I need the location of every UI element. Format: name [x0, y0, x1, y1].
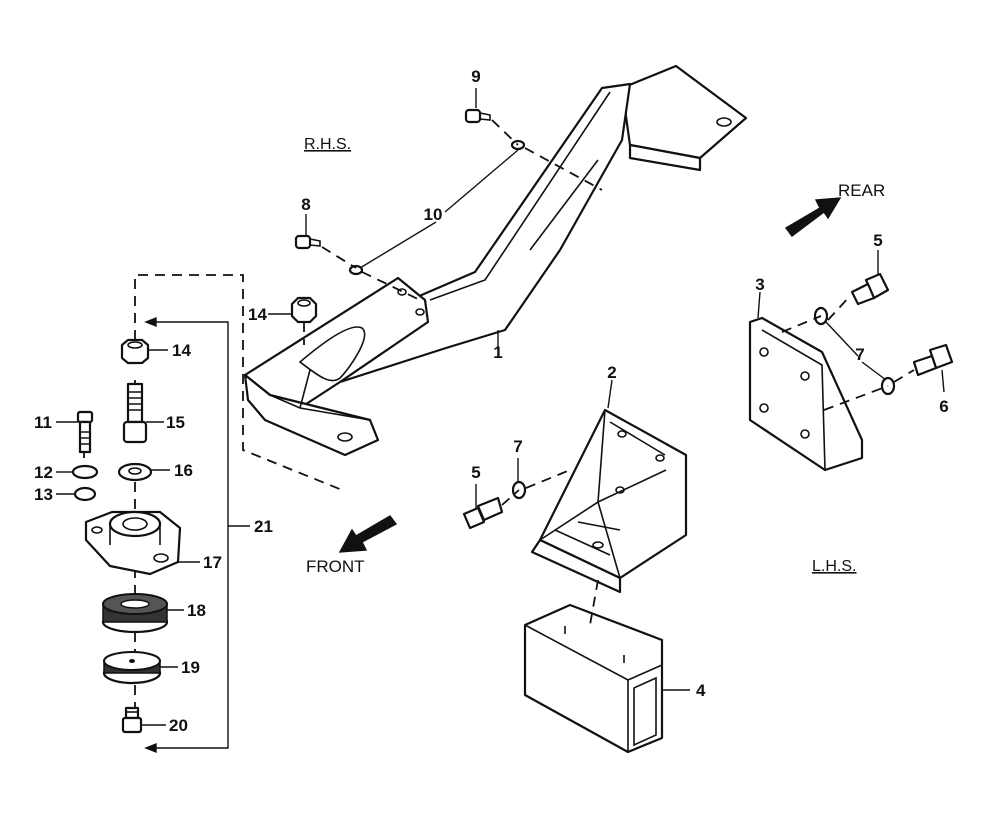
callout-14-upper: 14: [248, 305, 267, 324]
rear-label: REAR: [838, 181, 885, 200]
callout-12: 12: [34, 463, 53, 482]
rubber-disc-part-19: [102, 651, 162, 685]
rhs-label: R.H.S.: [304, 136, 351, 153]
bolt-part-9: [464, 108, 491, 124]
bolt-part-11: [76, 410, 94, 454]
callout-3: 3: [755, 275, 764, 294]
bolt-part-5-right: [850, 272, 890, 306]
callout-17: 17: [203, 553, 222, 572]
corner-bracket-part-2: [530, 408, 688, 594]
callout-10: 10: [424, 205, 443, 224]
washer-part-12: [71, 464, 99, 480]
mounting-flange-part-17: [84, 510, 182, 576]
front-arrow-icon: [338, 515, 398, 553]
callout-18: 18: [187, 601, 206, 620]
front-label: FRONT: [306, 557, 365, 576]
nut-part-14-lower: [120, 338, 150, 365]
callout-20: 20: [169, 716, 188, 735]
callout-5-right: 5: [873, 231, 882, 250]
rubber-block-part-4: [523, 603, 664, 754]
washer-part-16: [117, 462, 153, 482]
callout-6: 6: [939, 397, 948, 416]
plate-bracket-part-3: [748, 316, 864, 472]
stud-part-15: [122, 382, 148, 444]
engine-mount-stack: [71, 316, 229, 754]
callout-4: 4: [696, 681, 706, 700]
callout-1: 1: [493, 343, 502, 362]
callout-11: 11: [34, 413, 52, 432]
leader-lines: [56, 88, 945, 726]
washer-part-13: [73, 486, 97, 502]
callout-14-lower: 14: [172, 341, 191, 360]
callout-7-lower: 7: [513, 437, 522, 456]
callout-8: 8: [301, 195, 310, 214]
callout-2: 2: [607, 363, 616, 382]
kit-bracket-part-21: [150, 321, 229, 749]
callout-15: 15: [166, 413, 185, 432]
washer-part-10b: [348, 264, 364, 276]
callout-16: 16: [174, 461, 193, 480]
callout-9: 9: [471, 67, 480, 86]
rear-arrow-icon: [784, 197, 842, 237]
callout-13: 13: [34, 485, 53, 504]
bolt-part-6: [912, 343, 954, 377]
support-bracket-part-1: [243, 64, 748, 457]
lhs-label: L.H.S.: [812, 558, 856, 575]
callout-5-lower: 5: [471, 463, 480, 482]
rubber-ring-part-18: [101, 593, 169, 634]
callout-19: 19: [181, 658, 200, 677]
assembly-lines: [83, 119, 915, 710]
callout-21: 21: [254, 517, 273, 536]
bolt-part-5-lower: [462, 496, 504, 530]
bolt-part-8: [294, 234, 321, 250]
bolt-part-20: [121, 706, 143, 734]
nut-part-14-upper: [290, 296, 318, 324]
callout-7-right: 7: [855, 345, 864, 364]
